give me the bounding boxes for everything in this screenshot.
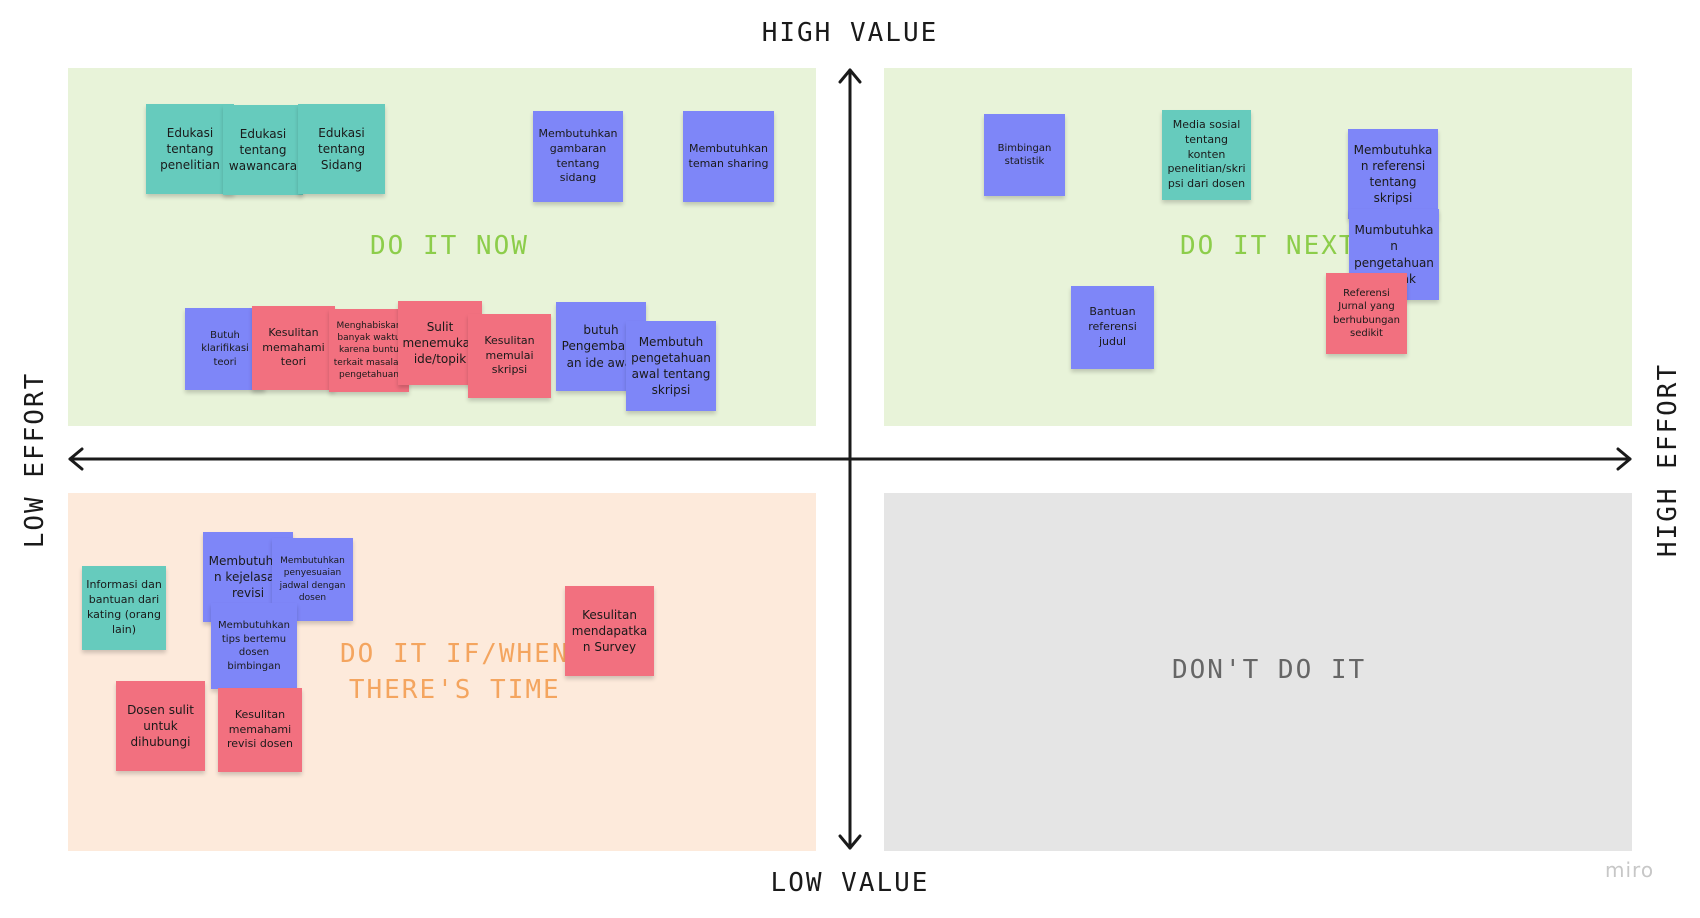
arrow-left-icon xyxy=(68,447,84,471)
axis-label-low-effort: LOW EFFORT xyxy=(20,371,50,549)
sticky-note[interactable]: Membutuhkan gambaran tentang sidang xyxy=(533,111,623,202)
sticky-note[interactable]: Kesulitan memulai skripsi xyxy=(468,314,551,398)
quadrant-title-do-it-if-when: DO IT IF/WHEN THERE'S TIME xyxy=(340,636,570,708)
quadrant-title-dont-do-it: DON'T DO IT xyxy=(1172,655,1367,685)
sticky-note[interactable]: Bimbingan statistik xyxy=(984,114,1065,196)
sticky-note[interactable]: Kesulitan memahami teori xyxy=(252,306,335,390)
sticky-note[interactable]: Kesulitan mendapatkan Survey xyxy=(565,586,654,676)
axis-label-high-effort: HIGH EFFORT xyxy=(1653,362,1683,558)
sticky-note[interactable]: Media sosial tentang konten penelitian/s… xyxy=(1162,110,1251,200)
sticky-note[interactable]: Membutuhkan teman sharing xyxy=(683,111,774,202)
sticky-note[interactable]: Membutuhkan penyesuaian jadwal dengan do… xyxy=(272,538,353,621)
quadrant-title-do-it-next: DO IT NEXT xyxy=(1180,231,1357,261)
axis-label-low-value: LOW VALUE xyxy=(770,868,930,898)
sticky-note[interactable]: Kesulitan memahami revisi dosen xyxy=(218,688,302,772)
quadrant-title-line-1: DO IT IF/WHEN xyxy=(340,639,570,669)
sticky-note[interactable]: Informasi dan bantuan dari kating (orang… xyxy=(82,566,166,650)
miro-logo: miro xyxy=(1605,858,1655,882)
arrow-right-icon xyxy=(1616,447,1632,471)
quadrant-title-line-2: THERE'S TIME xyxy=(348,675,561,705)
sticky-note[interactable]: Menghabiskan banyak waktu karena buntu t… xyxy=(329,309,409,392)
quadrant-title-do-it-now: DO IT NOW xyxy=(370,231,529,261)
sticky-note[interactable]: Edukasi tentang wawancara xyxy=(223,105,303,195)
sticky-note[interactable]: Referensi Jurnal yang berhubungan sediki… xyxy=(1326,273,1407,354)
quadrant-dont-do-it xyxy=(884,493,1632,851)
sticky-note[interactable]: Butuh klarifikasi teori xyxy=(185,308,265,390)
sticky-note[interactable]: Bantuan referensi judul xyxy=(1071,286,1154,369)
arrow-down-icon xyxy=(838,834,862,850)
sticky-note[interactable]: Edukasi tentang penelitian xyxy=(146,104,234,194)
axis-label-high-value: HIGH VALUE xyxy=(761,18,939,48)
sticky-note[interactable]: Membutuhkan tips bertemu dosen bimbingan xyxy=(211,603,297,689)
quadrant-do-it-if-when xyxy=(68,493,816,851)
sticky-note[interactable]: Dosen sulit untuk dihubungi xyxy=(116,681,205,771)
sticky-note[interactable]: Membutuh pengetahuan awal tentang skrips… xyxy=(626,321,716,411)
sticky-note[interactable]: Edukasi tentang Sidang xyxy=(298,104,385,194)
arrow-up-icon xyxy=(838,68,862,84)
sticky-note[interactable]: Membutuhkan referensi tentang skripsi xyxy=(1348,129,1438,219)
